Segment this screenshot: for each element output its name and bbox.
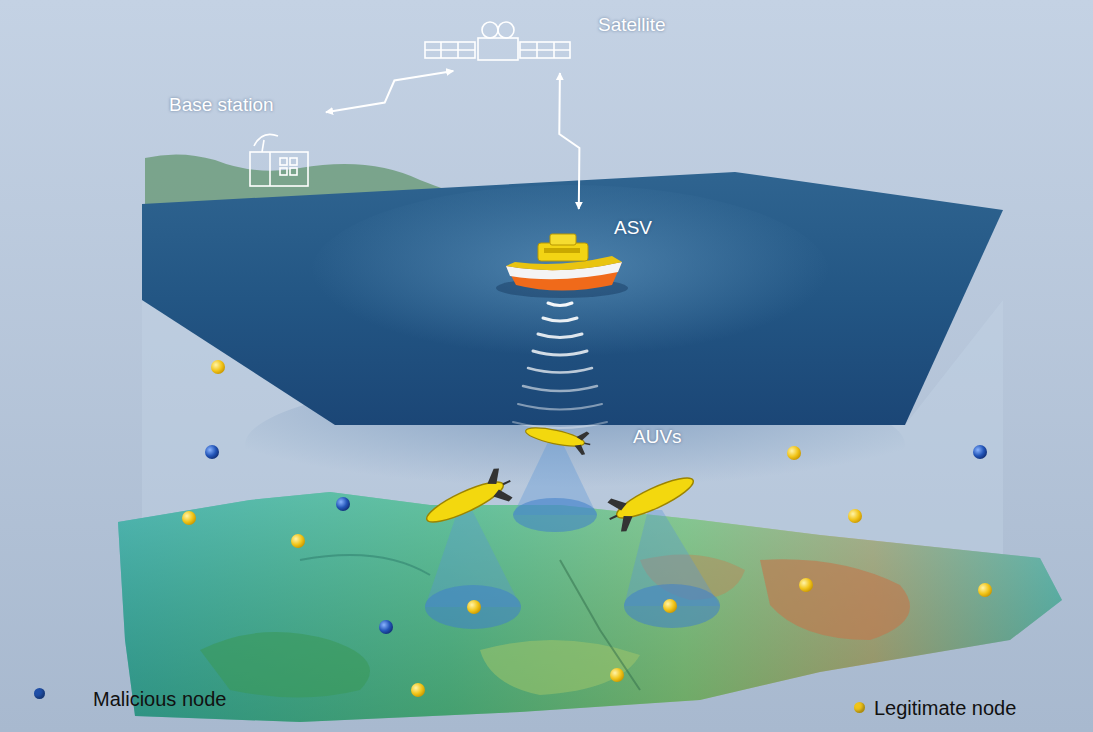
wireless-link — [559, 73, 579, 209]
auv-node: AUVs — [520, 418, 688, 458]
node-label: Base station — [169, 94, 274, 116]
sonar-cones — [425, 442, 720, 629]
sea-surface — [142, 172, 1003, 425]
node-label: ASV — [614, 217, 652, 239]
legend-label: Malicious node — [93, 688, 226, 711]
base-station-icon — [250, 134, 308, 186]
asv-boat — [496, 234, 628, 298]
malicious-nodes — [205, 445, 987, 634]
base-station-node: Base station — [163, 88, 323, 190]
legend-swatch — [854, 702, 865, 713]
wireless-link — [326, 71, 453, 112]
node-label: AUVs — [633, 426, 682, 448]
legitimate-nodes — [182, 360, 992, 697]
satellite-icon — [425, 22, 570, 60]
legend-swatch — [34, 688, 45, 699]
seabed-terrain — [118, 492, 1062, 722]
node-label: Satellite — [598, 14, 666, 36]
asv-node: ASV — [500, 212, 670, 296]
sonar-waves — [513, 303, 607, 428]
auv-vehicles — [419, 419, 700, 536]
satellite-node: Satellite — [420, 6, 690, 70]
legend-label: Legitimate node — [874, 697, 1016, 720]
